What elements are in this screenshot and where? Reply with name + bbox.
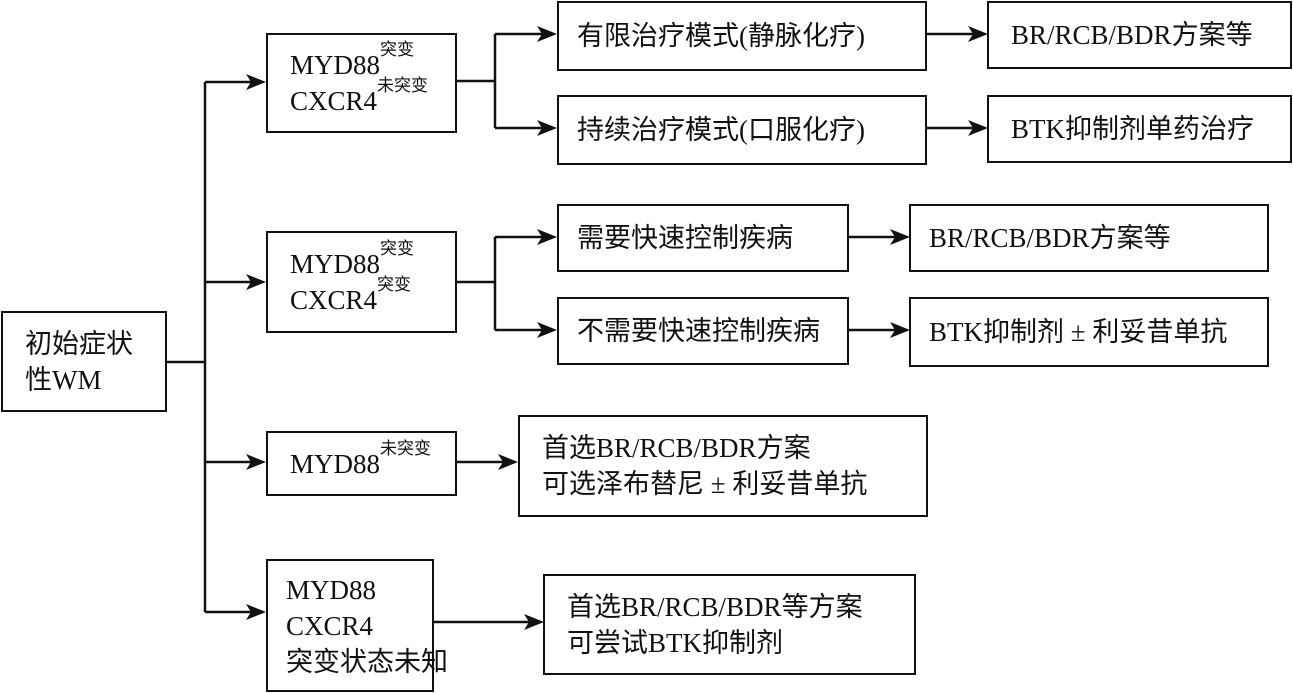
branch2-treatment2-node: BTK抑制剂 ± 利妥昔单抗	[909, 297, 1269, 367]
treatment-line: 首选BR/RCB/BDR方案	[542, 433, 811, 463]
arrow-head-icon	[537, 120, 557, 136]
branch2-option1-node: 需要快速控制疾病	[557, 204, 849, 272]
gene-status: 未突变	[377, 76, 429, 95]
arrow-head-icon	[246, 74, 266, 90]
condition-label: 有限治疗模式(静脉化疗)	[577, 21, 865, 51]
branch2-treatment1-node: BR/RCB/BDR方案等	[909, 204, 1269, 272]
arrow-head-icon	[537, 322, 557, 338]
arrow-head-icon	[968, 26, 988, 42]
gene-label: MYD88	[290, 50, 381, 80]
gene-status: 未突变	[380, 438, 432, 458]
gene-status: 突变	[380, 40, 415, 59]
gene-label: MYD88	[290, 448, 381, 479]
arrow-head-icon	[524, 614, 544, 630]
status-label: 突变状态未知	[286, 646, 448, 677]
treatment-line: 可尝试BTK抑制剂	[567, 627, 783, 658]
branch1-option2-node: 持续治疗模式(口服化疗)	[557, 95, 927, 165]
arrow-head-icon	[968, 120, 988, 136]
treatment-label: BR/RCB/BDR方案等	[929, 223, 1171, 253]
condition-label: 需要快速控制疾病	[577, 223, 793, 253]
gene-status: 突变	[380, 239, 415, 258]
root-line2: 性WM	[25, 364, 102, 395]
arrow-head-icon	[246, 604, 266, 620]
condition-label: 持续治疗模式(口服化疗)	[577, 115, 865, 145]
root-node: 初始症状 性WM	[1, 311, 167, 412]
branch2-gene-node: MYD88突变 CXCR4突变	[266, 231, 457, 333]
treatment-label: BTK抑制剂 ± 利妥昔单抗	[929, 317, 1228, 347]
root-line1: 初始症状	[25, 328, 133, 359]
branch3-treatment-node: 首选BR/RCB/BDR方案 可选泽布替尼 ± 利妥昔单抗	[518, 415, 928, 517]
arrow-head-icon	[537, 229, 557, 245]
gene-label: CXCR4	[290, 86, 378, 116]
treatment-line: 可选泽布替尼 ± 利妥昔单抗	[542, 469, 868, 499]
branch1-treatment2-node: BTK抑制剂单药治疗	[987, 95, 1292, 163]
branch2-option2-node: 不需要快速控制疾病	[557, 297, 849, 365]
branch1-gene-node: MYD88突变 CXCR4未突变	[266, 33, 457, 133]
condition-label: 不需要快速控制疾病	[577, 316, 820, 346]
branch4-gene-node: MYD88 CXCR4 突变状态未知	[266, 559, 448, 692]
gene-status: 突变	[377, 275, 412, 294]
branch4-treatment-node: 首选BR/RCB/BDR等方案 可尝试BTK抑制剂	[543, 574, 916, 675]
gene-label: CXCR4	[286, 610, 374, 641]
arrow-head-icon	[537, 26, 557, 42]
treatment-label: BTK抑制剂单药治疗	[1011, 114, 1254, 144]
gene-label: CXCR4	[290, 285, 378, 315]
branch3-gene-node: MYD88未突变	[266, 431, 457, 496]
branch1-option1-node: 有限治疗模式(静脉化疗)	[557, 1, 927, 71]
arrow-head-icon	[890, 322, 910, 338]
gene-label: MYD88	[290, 249, 381, 279]
gene-label: MYD88	[286, 574, 377, 605]
treatment-label: BR/RCB/BDR方案等	[1011, 20, 1253, 50]
treatment-line: 首选BR/RCB/BDR等方案	[567, 591, 863, 622]
arrow-head-icon	[498, 454, 518, 470]
arrow-head-icon	[890, 229, 910, 245]
arrow-head-icon	[246, 454, 266, 470]
branch1-treatment1-node: BR/RCB/BDR方案等	[987, 1, 1292, 69]
arrow-head-icon	[246, 274, 266, 290]
